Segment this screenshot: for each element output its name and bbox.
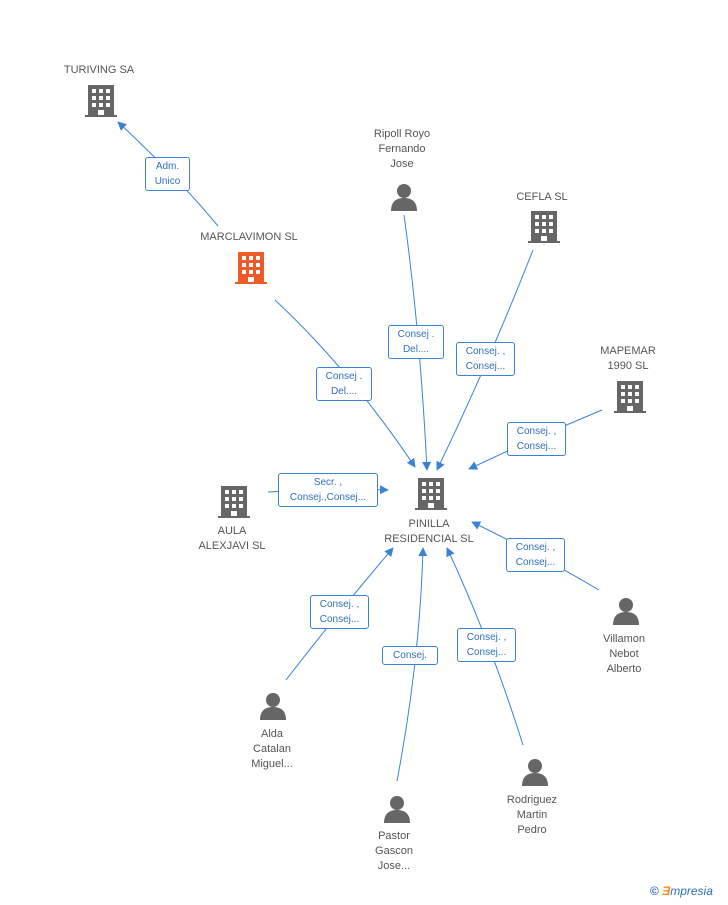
node-label-mapemar[interactable]: MAPEMAR 1990 SL [600, 345, 656, 372]
relation-villamon-pinilla[interactable]: Consej. , Consej... [506, 538, 565, 572]
node-label-ripoll[interactable]: Ripoll Royo Fernando Jose [373, 128, 431, 170]
copyright-icon: © [650, 884, 659, 898]
node-label-marclavimon[interactable]: MARCLAVIMON SL [200, 231, 298, 243]
person-icon[interactable] [384, 796, 410, 823]
building-icon[interactable] [415, 478, 447, 510]
relation-pastor-pinilla[interactable]: Consej. [382, 646, 438, 665]
relation-adm-unico[interactable]: Adm. Unico [145, 157, 190, 191]
relation-mapemar-pinilla[interactable]: Consej. , Consej... [507, 422, 566, 456]
relation-cefla-pinilla[interactable]: Consej. , Consej... [456, 342, 515, 376]
building-icon[interactable] [614, 381, 646, 413]
node-label-cefla[interactable]: CEFLA SL [516, 191, 568, 203]
building-icon[interactable] [235, 252, 267, 284]
node-label-alda[interactable]: Alda Catalan Miguel... [251, 728, 293, 770]
node-label-pinilla[interactable]: PINILLA RESIDENCIAL SL [384, 518, 474, 545]
node-label-turiving[interactable]: TURIVING SA [63, 64, 135, 76]
relation-aula-pinilla[interactable]: Secr. , Consej.,Consej... [278, 473, 378, 507]
brand-name: mpresia [670, 884, 713, 898]
node-label-aula[interactable]: AULA ALEXJAVI SL [198, 525, 266, 552]
relation-alda-pinilla[interactable]: Consej. , Consej... [310, 595, 369, 629]
relation-rodriguez-pinilla[interactable]: Consej. , Consej... [457, 628, 516, 662]
person-icon[interactable] [391, 184, 417, 211]
brand-e: Ǝ [662, 884, 671, 898]
person-icon[interactable] [613, 598, 639, 625]
building-icon[interactable] [528, 211, 560, 243]
relation-marclavimon-pinilla[interactable]: Consej . Del.... [316, 367, 372, 401]
building-icon[interactable] [85, 85, 117, 117]
building-icon[interactable] [218, 486, 250, 518]
relation-ripoll-pinilla[interactable]: Consej . Del.... [388, 325, 444, 359]
node-label-pastor[interactable]: Pastor Gascon Jose... [375, 830, 413, 872]
person-icon[interactable] [260, 693, 286, 720]
node-label-rodriguez[interactable]: Rodriguez Martin Pedro [506, 794, 558, 836]
node-label-villamon[interactable]: Villamon Nebot Alberto [603, 633, 645, 675]
empresia-logo: © Ǝmpresia [650, 884, 713, 898]
person-icon[interactable] [522, 759, 548, 786]
